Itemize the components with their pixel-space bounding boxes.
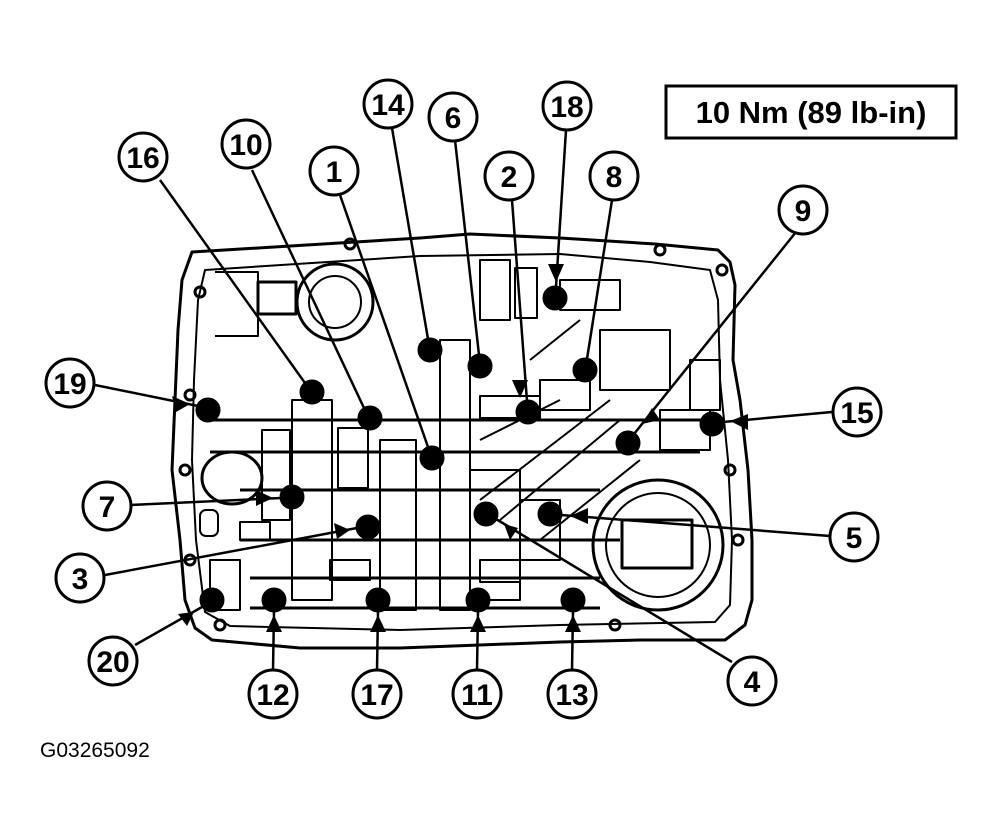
callout-19: 19 <box>44 357 96 409</box>
svg-text:11: 11 <box>461 679 493 712</box>
leader-8 <box>585 199 614 360</box>
leader-18 <box>554 129 568 288</box>
leader-arrowheads <box>172 264 748 632</box>
callout-20: 20 <box>87 635 139 687</box>
leader-9 <box>633 231 797 435</box>
bolt-9 <box>615 430 641 456</box>
callout-5: 5 <box>828 511 880 563</box>
bolt-17 <box>365 587 391 613</box>
figure-id: G03265092 <box>40 739 150 762</box>
callout-7: 7 <box>81 480 133 532</box>
callout-4: 4 <box>726 655 778 707</box>
svg-text:17: 17 <box>360 679 393 712</box>
callout-3: 3 <box>54 552 106 604</box>
callout-16: 16 <box>117 131 169 183</box>
svg-text:16: 16 <box>126 142 159 175</box>
callout-17: 17 <box>351 668 403 720</box>
callout-6: 6 <box>427 91 479 143</box>
bolt-1 <box>419 445 445 471</box>
torque-spec-box: 10 Nm (89 lb-in) <box>664 84 958 140</box>
bolt-19 <box>195 397 221 423</box>
callout-13: 13 <box>546 668 598 720</box>
leader-14 <box>390 127 430 340</box>
svg-text:18: 18 <box>550 91 583 124</box>
svg-text:6: 6 <box>445 102 462 135</box>
leader-7 <box>129 496 282 507</box>
bolt-2 <box>515 399 541 425</box>
callout-9: 9 <box>777 184 829 236</box>
svg-text:13: 13 <box>555 679 588 712</box>
leader-6 <box>453 139 481 356</box>
bolt-12 <box>261 587 287 613</box>
bolt-16 <box>299 379 325 405</box>
bolt-7 <box>279 484 305 510</box>
svg-text:1: 1 <box>326 156 343 189</box>
svg-text:10: 10 <box>229 129 262 162</box>
bolt-20 <box>199 587 225 613</box>
bolt-3 <box>355 514 381 540</box>
leader-3 <box>104 526 358 577</box>
callout-15: 15 <box>831 386 883 438</box>
svg-text:5: 5 <box>846 522 863 555</box>
svg-text:14: 14 <box>371 89 405 122</box>
bolt-13 <box>560 587 586 613</box>
leader-2 <box>510 199 529 402</box>
callout-11: 11 <box>451 668 503 720</box>
leader-lines <box>94 127 833 671</box>
bolt-11 <box>465 587 491 613</box>
leader-16 <box>158 179 307 384</box>
callout-14: 14 <box>362 78 414 130</box>
svg-text:3: 3 <box>72 563 89 596</box>
torque-spec-text: 10 Nm (89 lb-in) <box>696 95 927 130</box>
leader-4 <box>495 517 733 664</box>
callout-8: 8 <box>588 150 640 202</box>
svg-text:19: 19 <box>53 368 86 401</box>
callout-1: 1 <box>308 145 360 197</box>
bolt-5 <box>537 501 563 527</box>
callout-2: 2 <box>483 150 535 202</box>
bolt-18 <box>542 285 568 311</box>
callouts: 16 10 1 14 6 2 18 8 <box>44 78 883 720</box>
svg-text:9: 9 <box>795 195 812 228</box>
svg-text:20: 20 <box>96 646 129 679</box>
valve-body-drawing <box>170 232 754 650</box>
svg-text:12: 12 <box>256 679 289 712</box>
callout-18: 18 <box>541 80 593 132</box>
svg-text:8: 8 <box>606 161 623 194</box>
callout-10: 10 <box>220 118 272 170</box>
leader-1 <box>338 194 430 448</box>
bolt-8 <box>572 357 598 383</box>
svg-text:4: 4 <box>744 666 761 699</box>
svg-text:15: 15 <box>840 397 873 430</box>
bolt-6 <box>467 353 493 379</box>
leader-5 <box>560 513 831 538</box>
leader-10 <box>250 169 366 409</box>
svg-text:2: 2 <box>501 161 518 194</box>
callout-12: 12 <box>247 668 299 720</box>
bolt-15 <box>699 411 725 437</box>
svg-text:7: 7 <box>99 491 116 524</box>
bolt-4 <box>473 501 499 527</box>
bolts <box>195 285 725 613</box>
bolt-14 <box>417 337 443 363</box>
bolt-10 <box>357 405 383 431</box>
